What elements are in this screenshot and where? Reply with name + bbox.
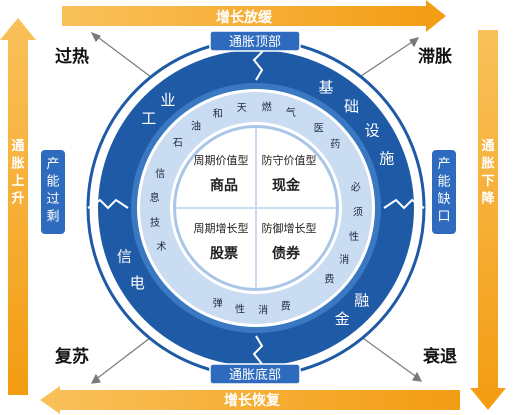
left-arrow xyxy=(0,18,36,395)
ring-middle-elastic-char: 费 xyxy=(281,299,291,312)
ring-middle-necessities-char: 消 xyxy=(339,253,349,266)
right-arrow xyxy=(470,30,506,410)
ring-middle-necessities-char: 性 xyxy=(349,230,359,243)
quadrant-tl-type: 周期价值型 xyxy=(194,153,249,167)
ring-middle-elastic-char: 消 xyxy=(258,304,268,317)
corner-overheat: 过热 xyxy=(55,46,89,67)
quadrant-tr-type: 防守价值型 xyxy=(262,153,317,167)
corner-recession: 衰退 xyxy=(422,346,457,367)
ring-labels: 工业基础设施电信金融石油和天燃气医药必须性消费信息技术弹性消费 xyxy=(117,79,394,329)
corner-recovery: 复苏 xyxy=(54,346,89,367)
ring-middle-oil-char: 气 xyxy=(286,106,296,119)
top-arrow xyxy=(62,0,446,32)
bottom-box-label: 通胀底部 xyxy=(229,367,281,383)
top-box: 通胀顶部 xyxy=(209,30,301,52)
ring-outer-telecom-char: 信 xyxy=(117,248,132,266)
bottom-arrow xyxy=(40,386,460,414)
quadrant-br-asset: 债券 xyxy=(272,245,301,262)
ring-middle-necessities-char: 须 xyxy=(353,206,363,218)
ring-outer-finance-char: 融 xyxy=(354,292,369,310)
bottom-arrow-label: 增长恢复 xyxy=(224,392,281,409)
ring-middle-medical-char: 药 xyxy=(330,139,340,151)
right-arrow-label: 通胀下降 xyxy=(481,138,495,207)
bottom-box: 通胀底部 xyxy=(209,363,301,385)
ring-middle-elastic-char: 弹 xyxy=(213,296,223,309)
ring-outer-finance-char: 金 xyxy=(335,310,350,328)
quadrant-bl-type: 周期增长型 xyxy=(194,221,249,235)
ring-outer-industry-char: 业 xyxy=(160,91,175,109)
ring-outer-industry-char: 工 xyxy=(141,110,156,128)
left-arrow-label: 通胀上升 xyxy=(11,138,24,207)
diagonal-arrows xyxy=(90,31,423,384)
ring-middle-necessities-char: 费 xyxy=(324,273,334,286)
ring-middle-infotech-char: 术 xyxy=(156,241,166,253)
ring-middle-medical-char: 医 xyxy=(314,122,324,134)
quadrant-br-type: 防御增长型 xyxy=(262,221,317,235)
left-box: 产能过剩 xyxy=(41,150,65,234)
left-box-label: 产能过剩 xyxy=(46,157,59,225)
ring-middle-oil-char: 和 xyxy=(213,108,223,120)
corner-stagflation: 滞胀 xyxy=(418,47,452,67)
clock-rings xyxy=(86,38,426,378)
top-box-label: 通胀顶部 xyxy=(229,35,281,50)
ring-middle-oil-char: 石 xyxy=(173,138,183,149)
ring-middle-necessities-char: 必 xyxy=(351,181,361,194)
quadrant-tl-asset: 商品 xyxy=(210,177,238,194)
ring-outer-infra-char: 设 xyxy=(365,121,380,139)
quadrant-bl-asset: 股票 xyxy=(210,246,238,262)
ring-middle-oil-char: 燃 xyxy=(262,100,272,113)
right-box-label: 产能缺口 xyxy=(437,157,450,225)
ring-outer-infra-char: 础 xyxy=(344,97,359,115)
ring-outer-telecom-char: 电 xyxy=(130,274,145,292)
ring-middle-infotech-char: 息 xyxy=(150,191,160,204)
ring-middle-infotech-char: 技 xyxy=(150,216,160,229)
ring-middle-oil-char: 油 xyxy=(191,119,201,132)
ring-middle-oil-char: 天 xyxy=(237,103,247,114)
ring-outer-infra-char: 施 xyxy=(379,150,394,168)
top-arrow-label: 增长放缓 xyxy=(216,9,273,26)
quadrant-tr-asset: 现金 xyxy=(272,177,301,194)
ring-middle-infotech-char: 信 xyxy=(155,168,165,180)
ring-outer-infra-char: 基 xyxy=(318,79,333,97)
right-box: 产能缺口 xyxy=(432,150,456,234)
ring-middle-elastic-char: 性 xyxy=(235,303,245,316)
